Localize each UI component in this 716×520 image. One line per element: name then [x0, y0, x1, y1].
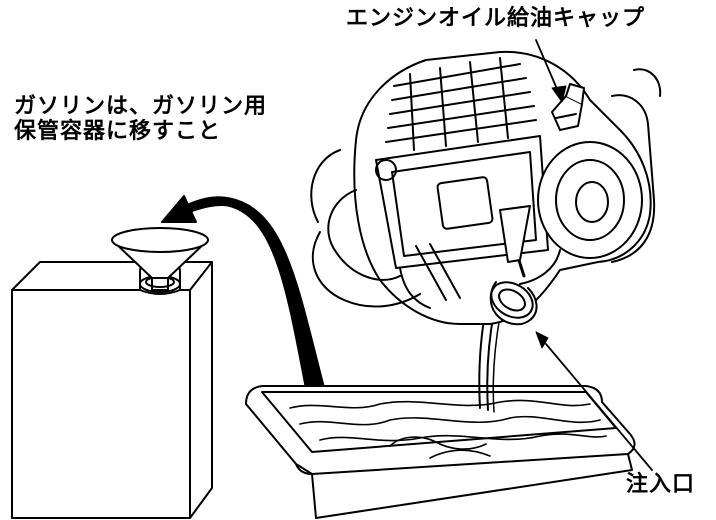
oil-cap-label: エンジンオイル給油キャップ [346, 6, 646, 31]
drain-tray [245, 385, 636, 519]
engine [310, 50, 662, 325]
gasoline-instruction-line1: ガソリンは、ガソリン用 [14, 94, 268, 119]
gasoline-instruction: ガソリンは、ガソリン用 保管容器に移すこと [14, 94, 267, 145]
gasoline-instruction-line2: 保管容器に移すこと [14, 119, 222, 145]
oil-filler-cap-icon [551, 83, 585, 131]
funnel [111, 227, 209, 291]
gasoline-container [11, 261, 213, 519]
leader-spout [535, 331, 653, 471]
leader-cap [535, 39, 567, 103]
spout-label: 注入口 [626, 472, 696, 497]
oil-spout [489, 249, 561, 326]
